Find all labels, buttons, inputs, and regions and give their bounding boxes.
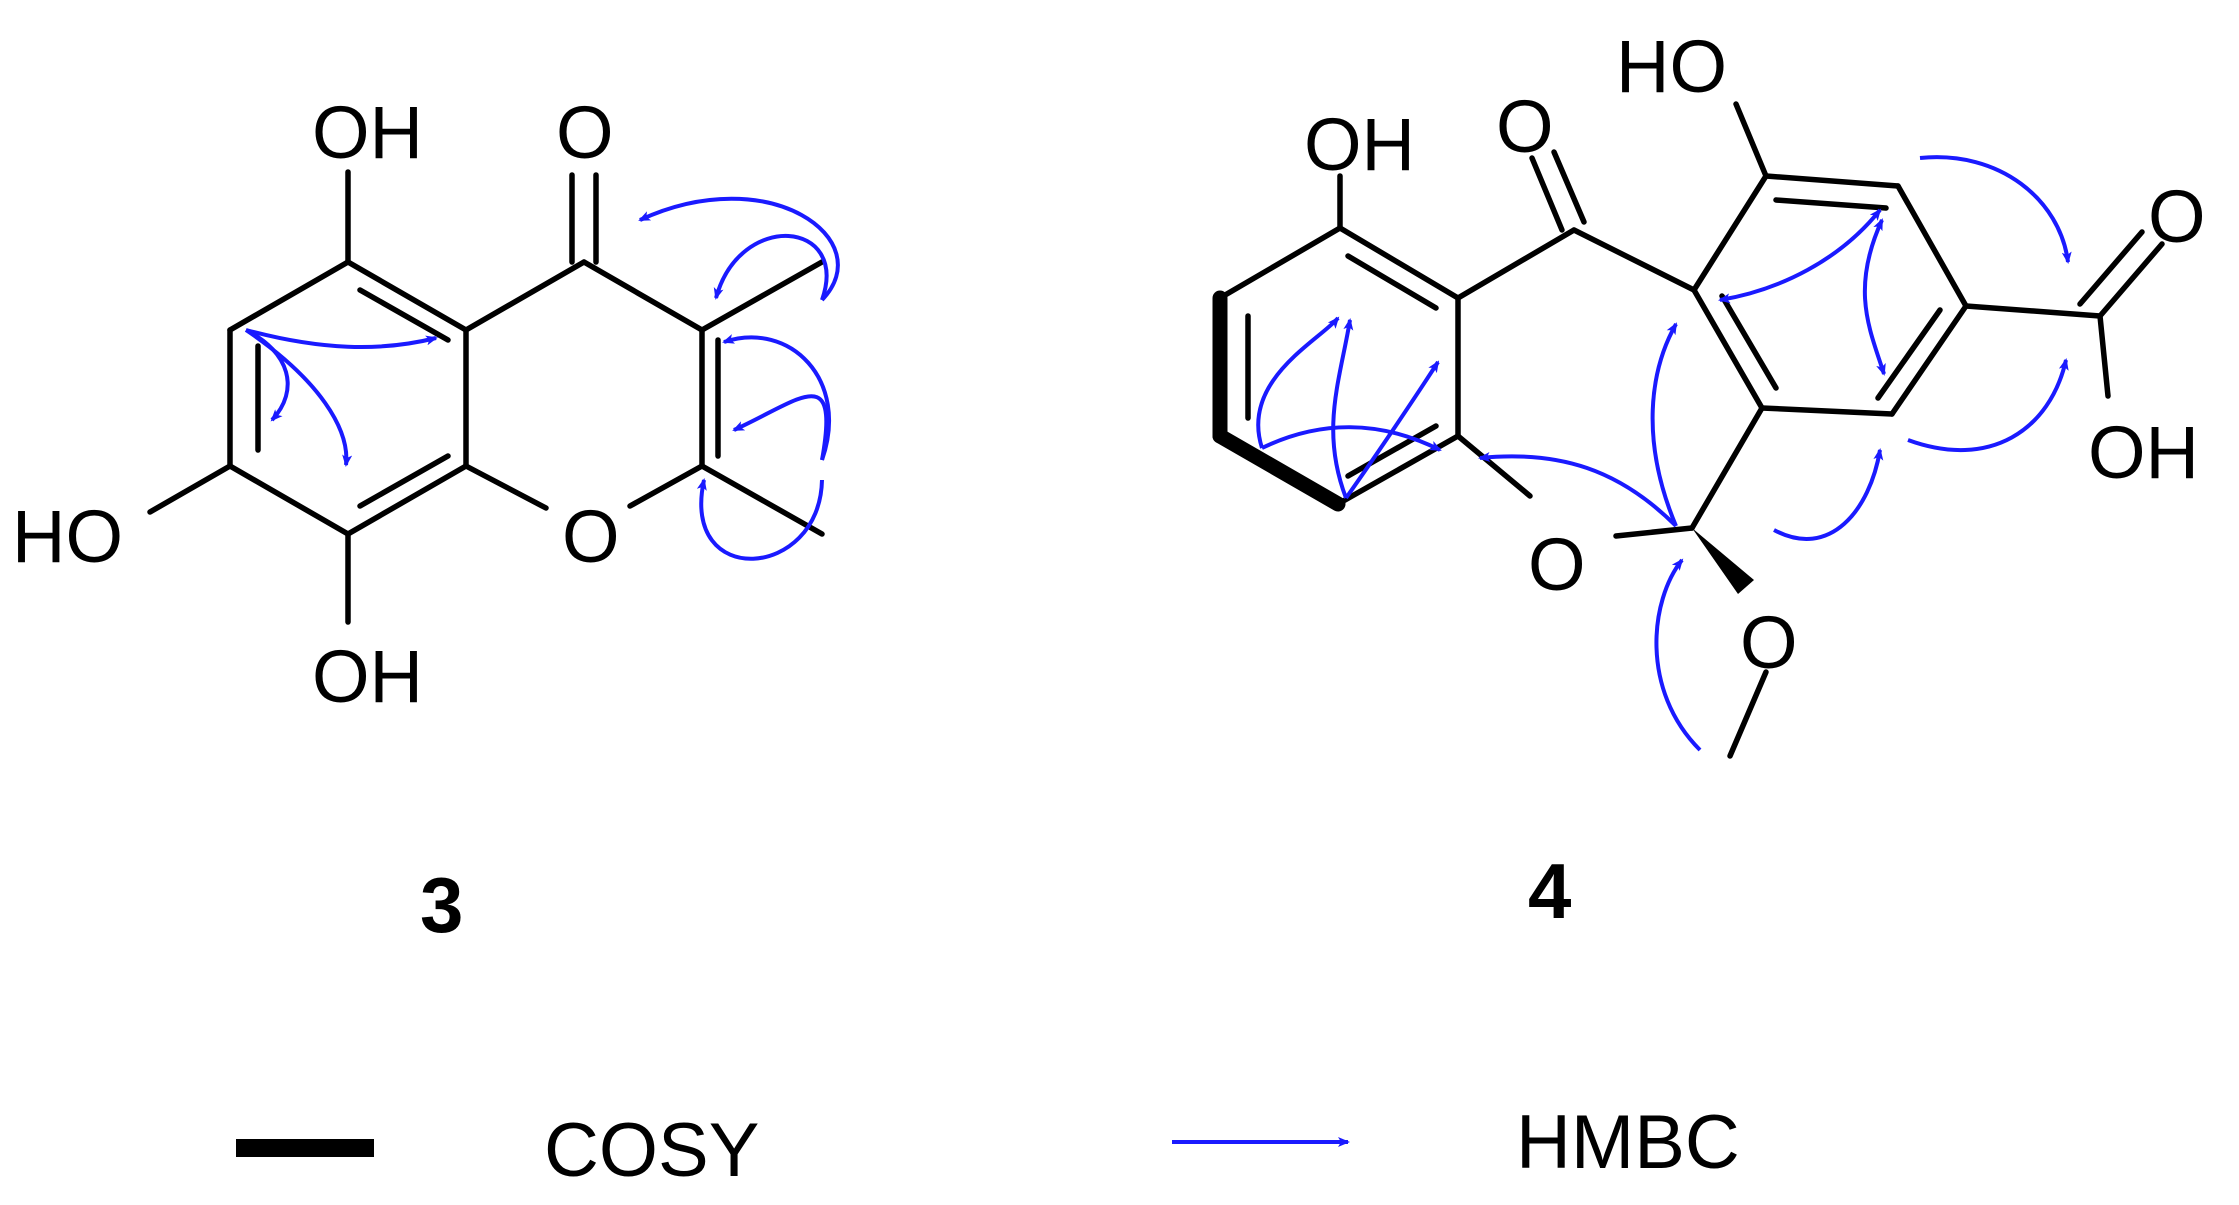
hmbc-arrow xyxy=(1907,358,2069,452)
compound-3-bonds xyxy=(147,169,825,625)
compound-4-oh-left: OH xyxy=(1304,103,1415,186)
compound-3-carbonyl-o: O xyxy=(556,91,614,174)
hmbc-arrow xyxy=(1478,452,1678,528)
cosy-bond xyxy=(1212,428,1346,512)
hmbc-arrow xyxy=(1773,448,1884,541)
hmbc-arrow xyxy=(245,328,438,350)
legend: COSY HMBC xyxy=(236,1100,1740,1193)
hmbc-arrow xyxy=(1919,155,2072,264)
compound-3-label: 3 xyxy=(420,861,463,949)
compound-4-acid-o: O xyxy=(2148,175,2206,258)
compound-3-atom-labels: OH O HO O OH xyxy=(12,91,620,718)
compound-3-ring-o: O xyxy=(562,495,620,578)
hmbc-arrow xyxy=(244,328,353,467)
compound-3-oh-bottom: OH xyxy=(312,635,423,718)
hmbc-arrow xyxy=(696,478,824,561)
compound-4-ho-top: HO xyxy=(1616,25,1727,108)
hmbc-arrow xyxy=(1718,208,1882,304)
compound-4-ketone-o: O xyxy=(1496,85,1554,168)
compound-4-acid-oh: OH xyxy=(2088,411,2199,494)
hmbc-arrow xyxy=(732,394,829,461)
hmbc-arrow xyxy=(1650,322,1678,527)
hmbc-arrow xyxy=(638,196,840,302)
hmbc-arrow xyxy=(722,334,832,461)
compound-4-label: 4 xyxy=(1528,847,1571,935)
hmbc-arrow xyxy=(1654,558,1702,752)
compound-4-atom-labels: HO OH O O OH O O xyxy=(1304,25,2206,684)
legend-hmbc-label: HMBC xyxy=(1516,1100,1740,1185)
compound-3-hmbc-arrows xyxy=(244,196,840,561)
hmbc-arrow xyxy=(1256,316,1340,449)
compound-4-methoxy-o: O xyxy=(1740,601,1798,684)
compound-4-bonds xyxy=(1212,101,2165,759)
hmbc-arrow xyxy=(1331,318,1354,499)
stereo-wedge xyxy=(1692,528,1754,594)
hmbc-arrow xyxy=(1261,425,1442,452)
hmbc-arrow xyxy=(1344,360,1440,500)
hmbc-arrow xyxy=(713,233,829,301)
compound-3-ho-left: HO xyxy=(12,495,123,578)
compound-3-oh-top: OH xyxy=(312,91,423,174)
compound-3-structure: OH O HO O OH 3 xyxy=(12,91,840,949)
legend-cosy-label: COSY xyxy=(544,1108,759,1193)
compound-4-hmbc-arrows xyxy=(1256,155,2072,752)
hmbc-arrow xyxy=(1862,218,1886,376)
compound-4-ring-o: O xyxy=(1528,523,1586,606)
compound-4-structure: HO OH O O OH O O 4 xyxy=(1212,25,2206,935)
